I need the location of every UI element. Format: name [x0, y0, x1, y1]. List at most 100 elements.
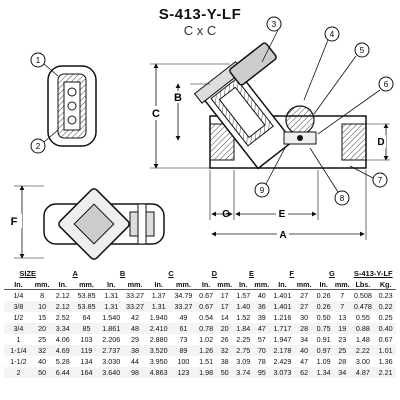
table-cell: 3.00	[355, 357, 370, 366]
table-cell: 2.12	[55, 291, 70, 300]
table-cell: 20	[32, 323, 52, 334]
unit-cell: mm.	[123, 279, 147, 290]
dimension-b: B	[170, 83, 210, 141]
table-cell: 48	[123, 323, 147, 334]
size-cell: 1/2	[13, 313, 24, 322]
table-cell: 4.863	[146, 367, 172, 378]
table-cell: 29	[130, 335, 139, 344]
detail-view	[47, 65, 97, 147]
table-cell: 1.947	[273, 335, 292, 344]
table-cell: 1.09	[316, 357, 331, 366]
dimension-g: G	[209, 170, 235, 220]
table-cell: 0.97	[313, 345, 334, 356]
table-cell: 36	[253, 301, 271, 312]
dimension-e: E	[235, 170, 319, 220]
table-cell: 3.030	[102, 357, 121, 366]
table-cell: 1.02	[199, 335, 214, 344]
table-cell: 78	[257, 357, 266, 366]
size-cell: 1-1/2	[10, 357, 27, 366]
callout-2-label: 2	[36, 142, 41, 151]
unit-cell: In.	[51, 279, 75, 290]
table-cell: 7	[340, 291, 345, 300]
table-cell: 1.51	[199, 357, 214, 366]
header-size: SIZE	[19, 269, 37, 278]
callout-9: 9	[254, 145, 287, 198]
table-cell: 2.75	[232, 345, 254, 356]
dimension-e-label: E	[279, 209, 286, 220]
table-cell: 70	[253, 345, 271, 356]
table-cell: 1.01	[375, 345, 396, 356]
table-cell: 28	[294, 323, 314, 334]
unit-cell: In.	[195, 279, 217, 290]
unit-cell: Kg.	[375, 279, 396, 290]
header-g: G	[329, 269, 335, 278]
table-cell: 27	[300, 291, 309, 300]
table-cell: 38	[220, 357, 229, 366]
dimension-d-label: D	[377, 137, 384, 148]
unit-cell: mm.	[171, 279, 196, 290]
table-cell: 5.28	[55, 357, 70, 366]
table-cell: 1.940	[149, 313, 168, 322]
table-cell: 1.540	[102, 313, 121, 322]
table-cell: 95	[253, 367, 271, 378]
unit-cell: mm.	[253, 279, 271, 290]
table-cell: 98	[123, 367, 147, 378]
table-cell: 0.22	[375, 301, 396, 312]
table-cell: 47	[253, 323, 271, 334]
table-cell: 3.520	[146, 345, 172, 356]
table-cell: 53.85	[74, 301, 99, 312]
table-cell: 8	[40, 291, 45, 300]
unit-cell: In.	[98, 279, 124, 290]
table-cell: 0.88	[350, 323, 376, 334]
table-cell: 1.98	[195, 367, 217, 378]
table-cell: 1.36	[378, 357, 393, 366]
table-cell: 27	[294, 301, 314, 312]
table-cell: 42	[130, 313, 139, 322]
table-cell: 4.87	[350, 367, 376, 378]
unit-cell: mm.	[333, 279, 351, 290]
table-cell: 33.27	[125, 291, 144, 300]
dimensions-table: SIZE A B C D E F G S-413-Y-LF In. mm. In…	[4, 268, 396, 378]
table-cell: 1.861	[98, 323, 124, 334]
table-cell: 0.50	[316, 313, 331, 322]
callout-7-label: 7	[378, 176, 383, 185]
unit-cell: mm.	[32, 279, 52, 290]
header-model: S-413-Y-LF	[353, 269, 393, 278]
callout-8-label: 8	[340, 194, 345, 203]
table-cell: 1.401	[273, 291, 292, 300]
unit-cell: Lbs.	[350, 279, 376, 290]
table-cell: 1.31	[98, 301, 124, 312]
callout-1-label: 1	[36, 56, 41, 65]
dimension-d: D	[366, 123, 390, 161]
table-cell: 0.26	[316, 291, 331, 300]
dimension-a: A	[211, 170, 367, 241]
unit-cell: In.	[146, 279, 172, 290]
table-cell: 119	[74, 345, 99, 356]
table-cell: 34	[333, 367, 351, 378]
table-cell: 40	[257, 291, 266, 300]
table-cell: 2.52	[55, 313, 70, 322]
callout-1: 1	[30, 52, 59, 77]
page-title: S-413-Y-LF	[158, 6, 242, 23]
table-cell: 14	[220, 313, 229, 322]
dimension-c: C	[148, 63, 230, 169]
section-view	[193, 42, 367, 170]
header-f: F	[289, 269, 294, 278]
table-cell: 57	[257, 335, 266, 344]
table-cell: 123	[171, 367, 196, 378]
table-cell: 0.54	[199, 313, 214, 322]
table-cell: 1.48	[355, 335, 370, 344]
table-cell: 3.34	[51, 323, 75, 334]
table-cell: 1.37	[151, 291, 166, 300]
table-cell: 1.31	[104, 291, 119, 300]
table-cell: 33.27	[123, 301, 147, 312]
table-cell: 2.410	[146, 323, 172, 334]
table-cell: 10	[32, 301, 52, 312]
table-cell: 134	[80, 357, 93, 366]
table-cell: 2.429	[273, 357, 292, 366]
dimension-f-label: F	[11, 216, 18, 228]
unit-cell: mm.	[216, 279, 233, 290]
